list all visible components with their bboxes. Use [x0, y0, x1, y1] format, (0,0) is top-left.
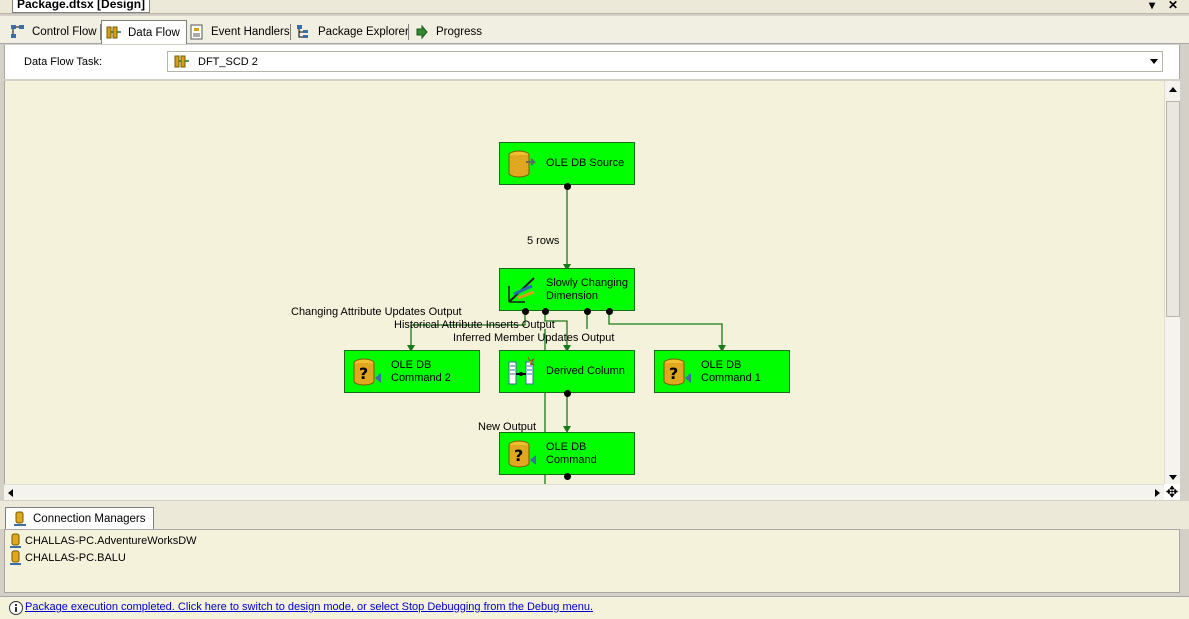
progress-arrow-icon	[416, 24, 428, 40]
output-connector[interactable]	[584, 308, 591, 315]
path-changing-attribute	[410, 311, 526, 345]
component-label: OLE DB Command 1	[701, 358, 761, 384]
path-historical-attribute	[544, 311, 568, 345]
switch-to-design-mode-link[interactable]: Package execution completed. Click here …	[25, 601, 594, 613]
component-label: Slowly Changing Dimension	[546, 276, 628, 302]
scroll-up-arrow-icon[interactable]	[1169, 87, 1177, 92]
scroll-down-arrow-icon[interactable]	[1169, 475, 1177, 480]
output-connector[interactable]	[564, 183, 571, 190]
tab-connection-managers[interactable]: Connection Managers	[5, 507, 154, 529]
path-inferred-member	[608, 311, 723, 345]
document-tab[interactable]: Package.dtsx [Design]	[12, 0, 151, 13]
connection-managers-panel[interactable]: CHALLAS-PC.AdventureWorksDW CHALLAS-PC.B…	[4, 529, 1180, 593]
tab-label: Control Flow	[32, 26, 97, 38]
output-connector[interactable]	[564, 473, 571, 480]
svg-text:?: ?	[514, 446, 523, 465]
ole-db-command-component[interactable]: ? OLE DB Command	[499, 432, 635, 475]
svg-text:?: ?	[359, 364, 368, 383]
horizontal-scrollbar[interactable]	[4, 484, 1164, 500]
ole-db-command-2-component[interactable]: ? OLE DB Command 2	[344, 350, 480, 393]
data-flow-design-surface[interactable]: OLE DB Source 5 rows Slowly Changing Dim…	[4, 81, 1164, 484]
designer-tabstrip: Control Flow Data Flow Event Handlers Pa…	[0, 16, 1189, 44]
tab-label: Package Explorer	[318, 26, 409, 38]
window-pin-button[interactable]: ▾	[1149, 0, 1156, 12]
slowly-changing-dimension-component[interactable]: Slowly Changing Dimension	[499, 268, 635, 311]
close-icon[interactable]: ✕	[1168, 0, 1179, 12]
connection-manager-name: CHALLAS-PC.AdventureWorksDW	[25, 535, 197, 547]
event-handlers-icon	[190, 24, 203, 40]
connection-manager-name: CHALLAS-PC.BALU	[25, 552, 126, 564]
status-bar: Package execution completed. Click here …	[0, 596, 1189, 619]
path-label-historical-attribute: Historical Attribute Inserts Output	[394, 319, 555, 331]
data-flow-task-icon	[174, 55, 189, 67]
connection-managers-tab-label: Connection Managers	[33, 512, 146, 525]
output-connector[interactable]	[606, 308, 613, 315]
database-connection-icon	[10, 533, 21, 548]
ole-db-command-icon: ?	[353, 358, 381, 385]
tab-package-explorer[interactable]: Package Explorer	[292, 21, 415, 43]
ole-db-command-icon: ?	[663, 358, 691, 385]
connection-manager-item[interactable]: CHALLAS-PC.BALU	[9, 550, 126, 566]
document-title: Package.dtsx [Design]	[17, 0, 146, 11]
component-label: OLE DB Command	[546, 440, 597, 466]
connection-manager-icon	[14, 511, 26, 526]
document-titlebar: Package.dtsx [Design] ▾ ✕	[0, 0, 1189, 14]
path-label-new-output: New Output	[478, 421, 537, 433]
ole-db-command-1-component[interactable]: ? OLE DB Command 1	[654, 350, 790, 393]
ole-db-source-component[interactable]: OLE DB Source	[499, 142, 635, 185]
pan-move-icon[interactable]: ✥	[1164, 484, 1180, 501]
tab-progress[interactable]: Progress	[410, 21, 488, 43]
connection-manager-item[interactable]: CHALLAS-PC.AdventureWorksDW	[9, 533, 197, 549]
tab-separator	[408, 24, 409, 40]
database-source-icon	[508, 150, 537, 177]
svg-text:?: ?	[669, 364, 678, 383]
tab-separator	[290, 24, 291, 40]
data-flow-task-value: DFT_SCD 2	[198, 55, 258, 68]
derived-column-component[interactable]: Derived Column	[499, 350, 635, 393]
tab-event-handlers[interactable]: Event Handlers	[185, 21, 296, 43]
output-connector[interactable]	[542, 308, 549, 315]
path-label-changing-attribute: Changing Attribute Updates Output	[291, 306, 462, 318]
vertical-scroll-thumb[interactable]	[1166, 101, 1180, 317]
vertical-scrollbar[interactable]	[1164, 81, 1180, 484]
component-label: OLE DB Source	[546, 157, 625, 169]
scroll-left-arrow-icon[interactable]	[8, 489, 13, 497]
task-selector-row: Data Flow Task: DFT_SCD 2	[4, 45, 1180, 79]
data-flow-task-dropdown[interactable]: DFT_SCD 2	[167, 51, 1163, 72]
tab-control-flow[interactable]: Control Flow	[6, 21, 103, 43]
component-label: Derived Column	[546, 365, 625, 377]
tab-label: Progress	[436, 26, 483, 38]
output-connector[interactable]	[564, 390, 571, 397]
tab-label: Event Handlers	[211, 26, 290, 38]
derived-column-icon	[508, 356, 535, 384]
package-explorer-icon	[297, 25, 308, 38]
output-connector[interactable]	[522, 308, 529, 315]
data-flow-icon	[106, 26, 121, 38]
connection-managers-tabbar	[0, 501, 1189, 529]
path-label-row-count: 5 rows	[527, 235, 560, 247]
tab-separator	[100, 24, 101, 40]
tab-data-flow[interactable]: Data Flow	[101, 20, 187, 44]
database-connection-icon	[10, 550, 21, 565]
chevron-down-icon[interactable]	[1150, 59, 1158, 64]
ole-db-command-icon: ?	[508, 440, 536, 467]
path-label-inferred-member: Inferred Member Updates Output	[453, 332, 615, 344]
slowly-changing-dimension-icon	[508, 276, 535, 303]
control-flow-icon	[11, 25, 24, 38]
tab-label: Data Flow	[128, 26, 180, 39]
component-label: OLE DB Command 2	[391, 358, 451, 384]
data-flow-task-label: Data Flow Task:	[24, 56, 103, 68]
info-icon	[9, 601, 23, 615]
scroll-right-arrow-icon[interactable]	[1155, 489, 1160, 497]
